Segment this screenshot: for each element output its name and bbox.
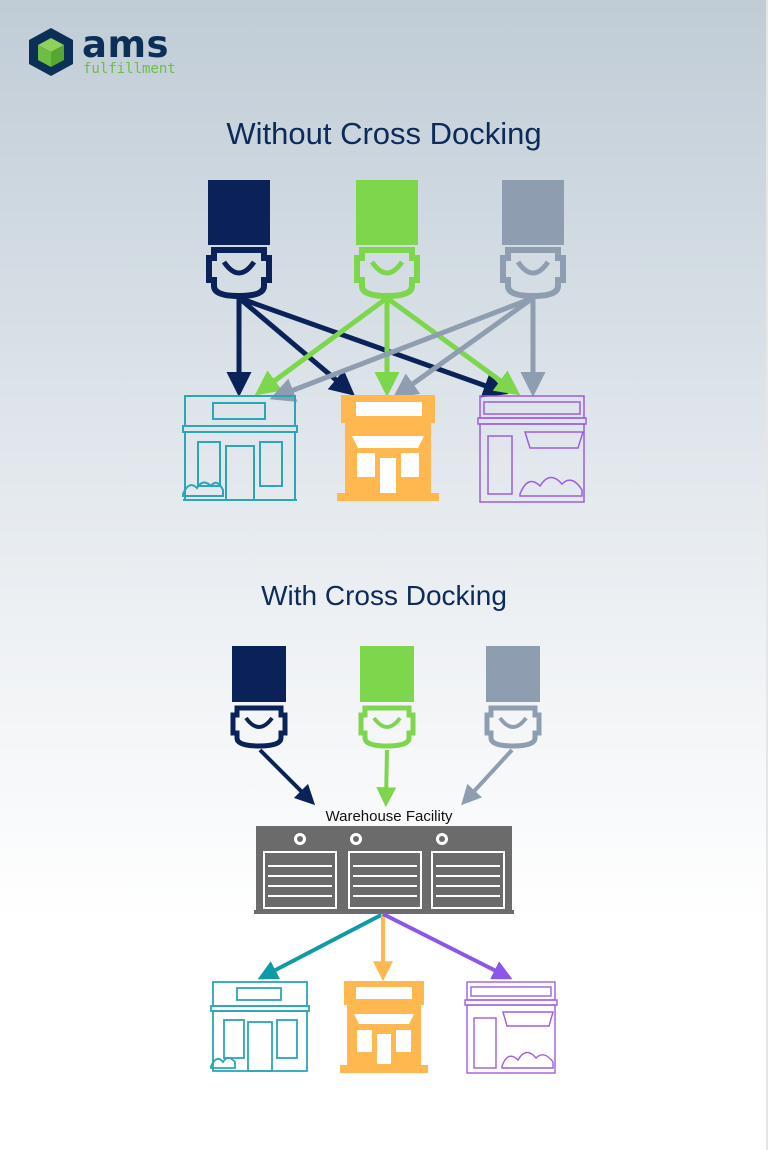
- truck-icon: [230, 646, 288, 749]
- store-icon: [464, 981, 558, 1074]
- store-icon: [182, 395, 298, 501]
- arrows-to-warehouse: [258, 748, 514, 808]
- truck-icon: [500, 180, 566, 300]
- store-icon: [337, 395, 439, 501]
- truck-icon: [358, 646, 416, 749]
- store-icon: [210, 981, 310, 1072]
- warehouse-label: Warehouse Facility: [326, 808, 453, 825]
- cube-logo-icon: [29, 28, 73, 76]
- arrows-to-stores: [257, 912, 513, 982]
- store-icon: [477, 395, 587, 503]
- section-title-with: With Cross Docking: [261, 580, 507, 611]
- truck-icon: [206, 180, 272, 300]
- page-edge: [766, 0, 768, 1150]
- warehouse-icon: [254, 826, 514, 914]
- brand-tagline: fulfillment: [83, 61, 176, 77]
- arrows-without: [226, 295, 546, 402]
- truck-icon: [484, 646, 542, 749]
- brand-name: ams: [82, 23, 170, 66]
- store-icon: [340, 981, 428, 1073]
- brand-logo[interactable]: ams fulfillment: [26, 26, 196, 82]
- section-title-without: Without Cross Docking: [226, 116, 542, 151]
- truck-icon: [354, 180, 420, 300]
